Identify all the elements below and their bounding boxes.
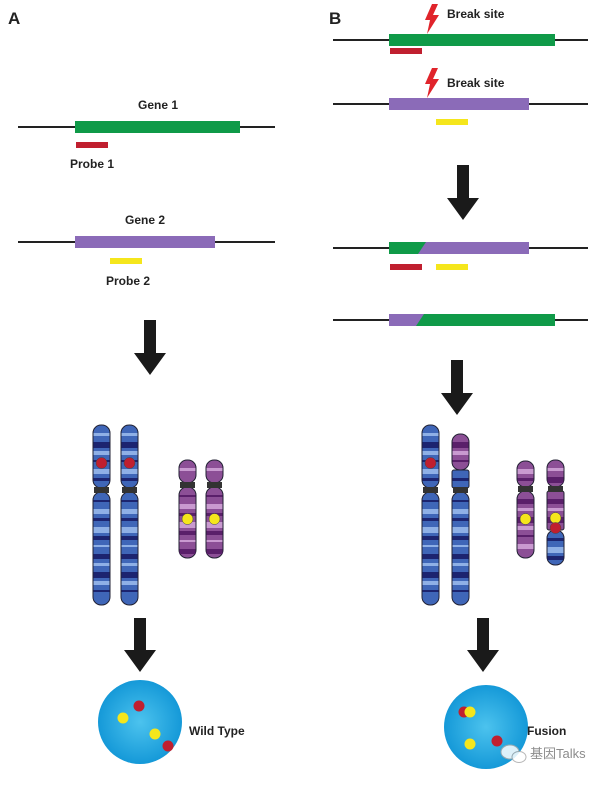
lightning-icon <box>425 68 439 98</box>
down-arrow-icon <box>441 360 473 415</box>
probe1-label: Probe 1 <box>70 157 114 171</box>
yellow-signal <box>208 513 221 525</box>
nucleus-wild-type <box>98 680 182 764</box>
fusion-gene-2 <box>333 314 588 326</box>
wild-type-label: Wild Type <box>189 724 245 738</box>
gene2-locus <box>18 236 275 264</box>
gene1-label: Gene 1 <box>138 98 178 112</box>
chromosome <box>205 459 224 559</box>
red-signal <box>424 457 437 469</box>
down-arrow-icon <box>124 618 156 672</box>
panel-b-label: B <box>329 9 341 28</box>
fusion-gene-1 <box>333 242 588 270</box>
chromosome <box>120 424 139 606</box>
probe2-label: Probe 2 <box>106 274 150 288</box>
lightning-icon <box>425 4 439 34</box>
chromosome <box>92 424 111 606</box>
yellow-signal <box>181 513 194 525</box>
red-signal <box>491 735 503 747</box>
gene2-label: Gene 2 <box>125 213 165 227</box>
panel-a-label: A <box>8 9 20 28</box>
break-site-label-2: Break site <box>447 76 505 90</box>
chromosome <box>546 459 565 566</box>
probe1-bar <box>76 142 108 148</box>
yellow-signal <box>519 513 532 525</box>
break-site-label-1: Break site <box>447 7 505 21</box>
watermark: 基因Talks <box>500 744 586 763</box>
red-signal <box>123 457 136 469</box>
chromosome <box>421 424 440 606</box>
probe2-bar <box>110 258 142 264</box>
chromosome <box>516 460 535 559</box>
red-signal <box>95 457 108 469</box>
red-signal <box>162 740 174 752</box>
down-arrow-icon <box>134 320 166 375</box>
break-gene2 <box>333 68 588 125</box>
down-arrow-icon <box>467 618 499 672</box>
chromosome <box>178 459 197 559</box>
red-signal <box>549 522 562 534</box>
yellow-signal <box>464 706 476 718</box>
yellow-signal <box>117 712 129 724</box>
yellow-signal <box>149 728 161 740</box>
chromosome <box>451 433 470 606</box>
down-arrow-icon <box>447 165 479 220</box>
yellow-signal <box>549 512 562 524</box>
gene1-locus <box>18 121 275 148</box>
yellow-signal <box>464 738 476 750</box>
watermark-text: 基因Talks <box>530 746 586 761</box>
red-signal <box>133 700 145 712</box>
fusion-label: Fusion <box>527 724 566 738</box>
break-gene1 <box>333 4 588 54</box>
